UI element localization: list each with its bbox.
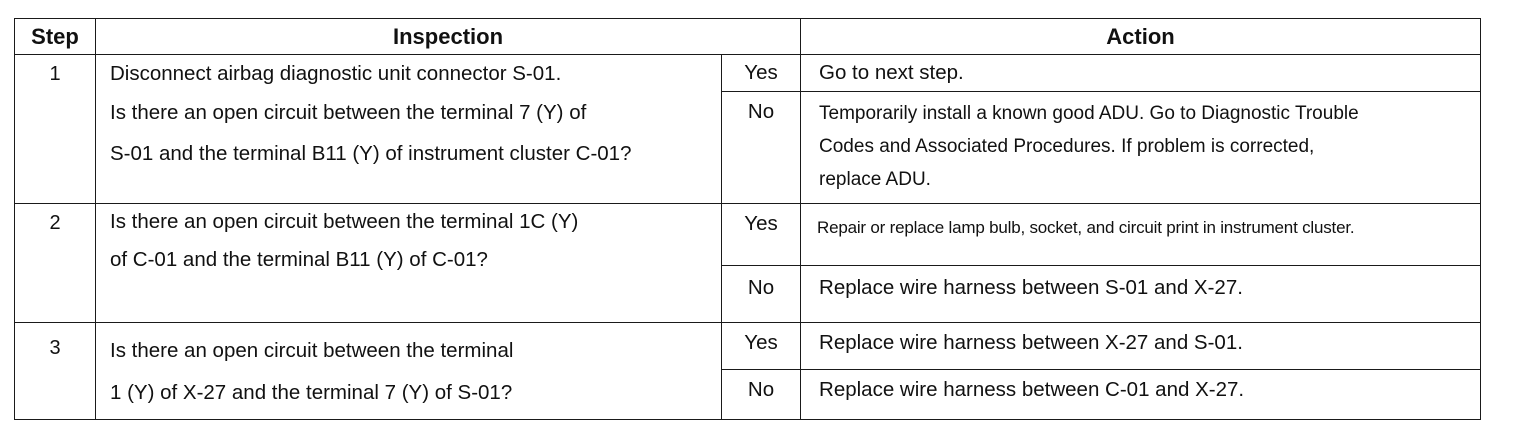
table-row: 2 Is there an open circuit between the t… bbox=[14, 203, 1482, 323]
table-row: 3 Is there an open circuit between the t… bbox=[14, 322, 1482, 420]
step-number: 1 bbox=[14, 54, 96, 204]
inspection-text: Disconnect airbag diagnostic unit connec… bbox=[95, 54, 722, 204]
diagnostic-table-container: Step Inspection Action 1 Disconnect airb… bbox=[14, 18, 1482, 428]
inspection-line: 1 (Y) of X-27 and the terminal 7 (Y) of … bbox=[110, 381, 513, 404]
no-label: No bbox=[720, 91, 802, 204]
action-no: Temporarily install a known good ADU. Go… bbox=[800, 91, 1482, 204]
action-yes: Replace wire harness between X-27 and S-… bbox=[800, 322, 1482, 370]
header-row: Step Inspection Action bbox=[14, 18, 1482, 55]
yes-label: Yes bbox=[720, 54, 802, 92]
yes-label: Yes bbox=[720, 203, 802, 266]
table-row: No Replace wire harness between C-01 and… bbox=[15, 369, 1482, 420]
inspection-line: Is there an open circuit between the ter… bbox=[110, 210, 579, 233]
header-action: Action bbox=[800, 18, 1482, 55]
action-line: replace ADU. bbox=[819, 169, 931, 190]
table-row: No Temporarily install a known good ADU.… bbox=[15, 91, 1482, 204]
header-step: Step bbox=[14, 18, 96, 55]
diagnostic-table: Step Inspection Action 1 Disconnect airb… bbox=[14, 18, 1482, 420]
no-label: No bbox=[720, 265, 802, 323]
step-number: 3 bbox=[14, 322, 96, 420]
inspection-line: S-01 and the terminal B11 (Y) of instrum… bbox=[110, 142, 632, 165]
action-line: Codes and Associated Procedures. If prob… bbox=[819, 136, 1315, 157]
inspection-line: Is there an open circuit between the ter… bbox=[110, 339, 514, 362]
action-yes: Repair or replace lamp bulb, socket, and… bbox=[800, 203, 1482, 266]
action-no: Replace wire harness between C-01 and X-… bbox=[800, 369, 1482, 420]
action-line: Temporarily install a known good ADU. Go… bbox=[819, 103, 1359, 124]
action-no: Replace wire harness between S-01 and X-… bbox=[800, 265, 1482, 323]
header-inspection: Inspection bbox=[94, 18, 802, 55]
step-number: 2 bbox=[14, 203, 96, 323]
inspection-text: Is there an open circuit between the ter… bbox=[95, 322, 722, 420]
yes-label: Yes bbox=[720, 322, 802, 370]
inspection-text: Is there an open circuit between the ter… bbox=[95, 203, 722, 323]
no-label: No bbox=[720, 369, 802, 420]
action-yes: Go to next step. bbox=[800, 54, 1482, 92]
inspection-line: Disconnect airbag diagnostic unit connec… bbox=[110, 62, 562, 85]
inspection-line: of C-01 and the terminal B11 (Y) of C-01… bbox=[110, 248, 488, 271]
table-row: 1 Disconnect airbag diagnostic unit conn… bbox=[14, 54, 1482, 204]
table-row: No Replace wire harness between S-01 and… bbox=[15, 265, 1482, 323]
inspection-line: Is there an open circuit between the ter… bbox=[110, 101, 587, 124]
